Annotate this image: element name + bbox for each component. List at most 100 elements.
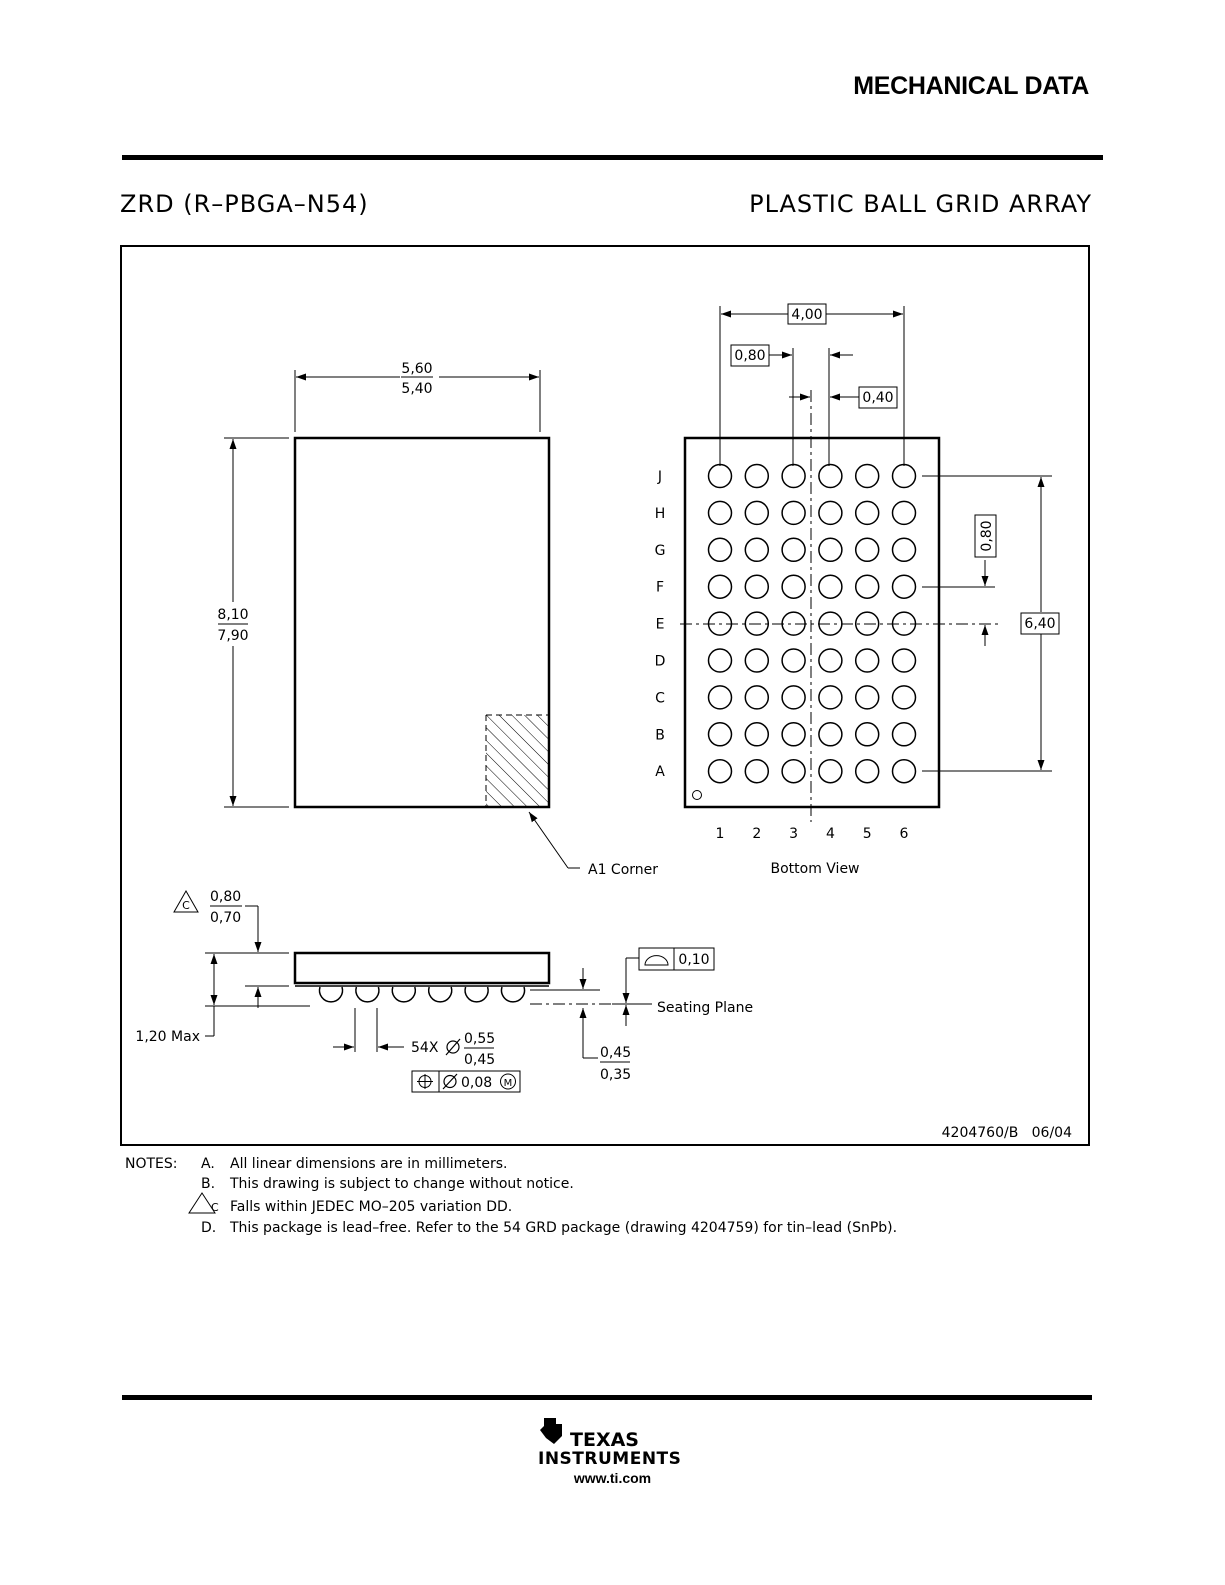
ball (781, 722, 806, 747)
standoff-min: 0,35 (600, 1067, 631, 1083)
ti-logo-icon (540, 1418, 562, 1444)
row-label: G (655, 543, 666, 559)
ball-pitch-y: 0,80 (979, 520, 995, 551)
ball (891, 648, 917, 673)
ball (744, 574, 770, 599)
position-tolerance-value: 0,08 (461, 1075, 492, 1091)
ball (854, 463, 880, 489)
side-ball (427, 986, 453, 1003)
column-label: 5 (863, 826, 872, 842)
svg-text:TEXAS: TEXAS (570, 1429, 639, 1451)
note-c-triangle (188, 1192, 216, 1214)
side-view: Seating Plane C 0,80 0,70 1,20 Max (135, 889, 753, 1093)
column-labels: 1 2 3 4 5 6 (716, 826, 909, 842)
package-code: ZRD (R–PBGA–N54) (120, 190, 369, 218)
ball (707, 537, 733, 563)
ball (744, 685, 770, 710)
a1-corner-hatch (486, 715, 549, 807)
top-height-min: 7,90 (217, 628, 248, 644)
ball-span-height: 6,40 (1024, 616, 1055, 632)
total-height: 1,20 Max (135, 1029, 200, 1045)
top-height-max: 8,10 (217, 607, 248, 623)
ball (891, 537, 917, 563)
row-label: A (655, 764, 665, 780)
ball (707, 500, 733, 526)
ball (818, 537, 843, 563)
ball (818, 574, 843, 599)
ball (818, 722, 843, 747)
note-c-marker: C (182, 899, 190, 912)
ball (781, 500, 806, 526)
ball (781, 758, 806, 784)
side-ball (391, 986, 417, 1003)
ball (707, 685, 733, 710)
standoff-max: 0,45 (600, 1045, 631, 1061)
coplanarity-value: 0,10 (678, 952, 709, 968)
ball (744, 722, 770, 747)
body-height-min: 0,70 (210, 910, 241, 926)
ball (854, 685, 880, 710)
side-ball (500, 986, 526, 1003)
ball (707, 463, 733, 489)
ball-diameter-min: 0,45 (464, 1052, 495, 1068)
drawing-frame (120, 245, 1090, 1146)
top-view-body (293, 436, 551, 809)
ball (707, 574, 733, 599)
center-offset: 0,40 (862, 390, 893, 406)
ball (744, 500, 770, 526)
ball (781, 685, 806, 710)
bottom-view-body (683, 436, 941, 809)
ball-span-width: 4,00 (791, 307, 822, 323)
ball-count: 54X (411, 1040, 439, 1056)
page-header-title: MECHANICAL DATA (853, 72, 1089, 100)
ball (891, 722, 917, 747)
ball (891, 574, 917, 599)
seating-plane-label: Seating Plane (657, 1000, 753, 1016)
side-ball (318, 986, 344, 1003)
note-c-triangle (173, 889, 199, 913)
column-label: 1 (716, 826, 725, 842)
column-label: 4 (826, 826, 835, 842)
ball (818, 758, 843, 784)
column-label: 2 (752, 826, 761, 842)
svg-text:INSTRUMENTS: INSTRUMENTS (538, 1449, 681, 1469)
ball (744, 463, 770, 489)
mmc-icon (500, 1073, 516, 1090)
ball-pitch-x: 0,80 (734, 348, 765, 364)
ball (744, 537, 770, 563)
drawing-number: 4204760/B 06/04 (942, 1125, 1072, 1141)
ball (744, 758, 770, 784)
bottom-view-caption: Bottom View (770, 861, 859, 877)
ball (891, 685, 917, 710)
ball (891, 463, 917, 489)
ball (891, 758, 917, 784)
ti-logo: TEXAS INSTRUMENTS (538, 1418, 681, 1469)
diameter-icon (446, 1040, 460, 1054)
a1-corner-label: A1 Corner (588, 862, 658, 878)
ball (781, 463, 806, 489)
column-label: 6 (900, 826, 909, 842)
ball (818, 463, 843, 489)
ball (707, 648, 733, 673)
header-rule (122, 155, 1103, 160)
package-type: PLASTIC BALL GRID ARRAY (749, 190, 1092, 218)
body-height-max: 0,80 (210, 889, 241, 905)
row-label: D (655, 654, 666, 670)
ball (707, 722, 733, 747)
diameter-icon (443, 1074, 457, 1089)
ball (818, 685, 843, 710)
ball (781, 574, 806, 599)
top-view: 5,60 5,40 8,10 7,90 A1 Corner (217, 361, 658, 878)
ball (854, 574, 880, 599)
footer-rule (122, 1395, 1092, 1400)
position-modifier: M (504, 1078, 513, 1089)
side-balls (318, 986, 526, 1003)
column-label: 3 (789, 826, 798, 842)
profile-icon (644, 955, 669, 966)
ball (854, 611, 880, 636)
top-width-max: 5,60 (401, 361, 432, 377)
ball (744, 648, 770, 673)
